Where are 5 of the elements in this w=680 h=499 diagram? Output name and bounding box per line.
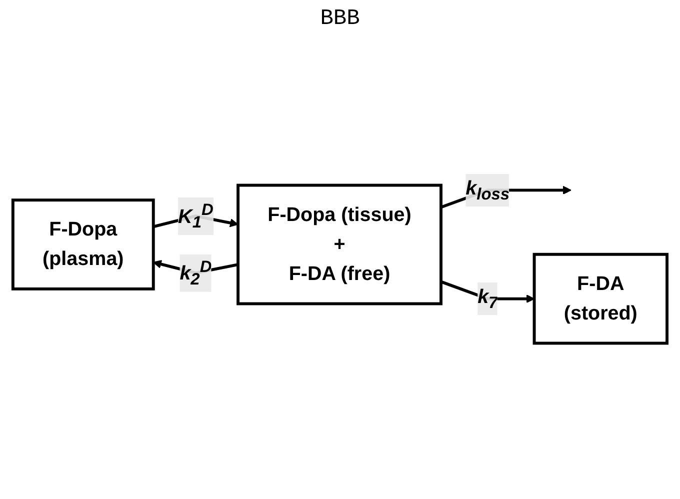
- edge-label: k$_{loss}$: [466, 178, 510, 204]
- barrier-label: BBB: [320, 6, 360, 31]
- node-box: F-Dopa (tissue) + F-DA (free): [236, 184, 442, 306]
- node-box: F-DA (stored): [532, 252, 669, 345]
- node-box: F-Dopa (plasma): [11, 198, 155, 290]
